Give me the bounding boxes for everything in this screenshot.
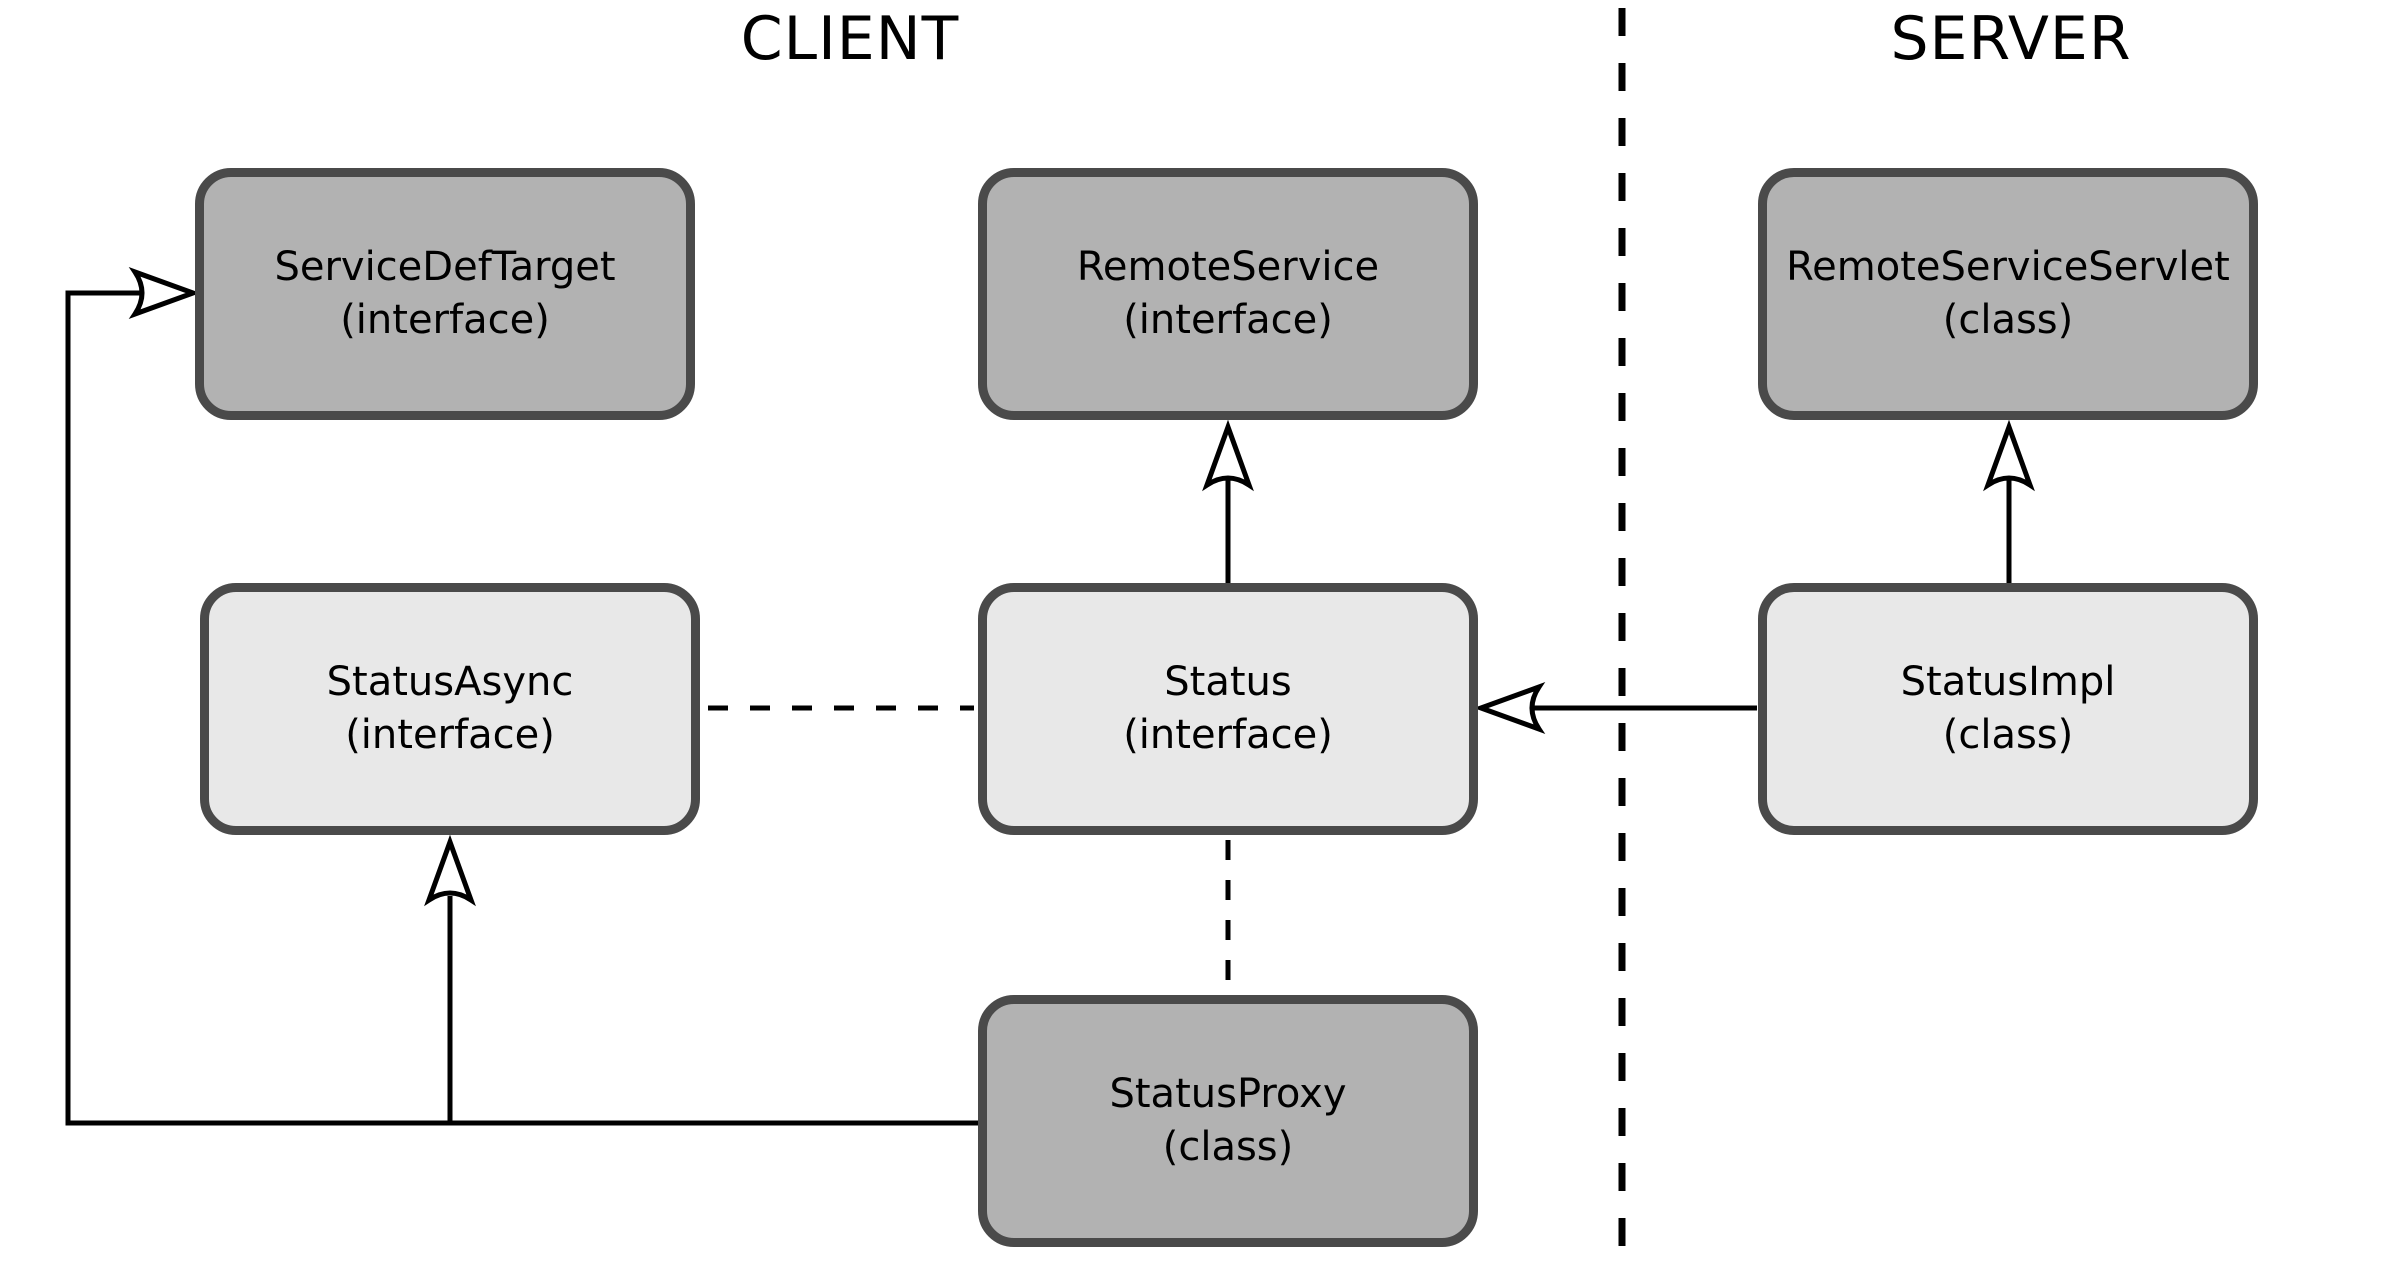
node-statusimpl-label: StatusImpl [1900,659,2116,706]
node-servicedeftarget-stereotype: (interface) [340,297,550,343]
edge-statusimpl-to-status [1473,682,1757,734]
edge-statusproxy-to-statusasync [424,834,476,1123]
node-status-stereotype: (interface) [1123,712,1333,758]
edge-status-to-remoteservice [1202,419,1254,583]
server-section-title: SERVER [1890,4,2132,74]
node-statusimpl-stereotype: (class) [1942,712,2074,758]
node-statusasync-stereotype: (interface) [345,712,555,758]
client-section-title: CLIENT [740,4,960,74]
node-statusimpl: StatusImpl (class) [1758,583,2258,835]
node-remoteserviceservlet-label: RemoteServiceServlet [1786,244,2230,291]
edge-statusimpl-to-remoteserviceservlet [1983,419,2035,583]
node-status-label: Status [1164,659,1292,706]
node-remoteserviceservlet-stereotype: (class) [1942,297,2074,343]
node-servicedeftarget-label: ServiceDefTarget [274,244,616,291]
node-status: Status (interface) [978,583,1478,835]
node-remoteserviceservlet: RemoteServiceServlet (class) [1758,168,2258,420]
node-statusproxy: StatusProxy (class) [978,995,1478,1247]
node-statusproxy-label: StatusProxy [1109,1071,1347,1118]
node-statusasync: StatusAsync (interface) [200,583,700,835]
node-statusproxy-stereotype: (class) [1162,1124,1294,1170]
node-servicedeftarget: ServiceDefTarget (interface) [195,168,695,420]
node-remoteservice: RemoteService (interface) [978,168,1478,420]
node-statusasync-label: StatusAsync [326,659,574,706]
node-remoteservice-stereotype: (interface) [1123,297,1333,343]
node-remoteservice-label: RemoteService [1076,244,1380,291]
